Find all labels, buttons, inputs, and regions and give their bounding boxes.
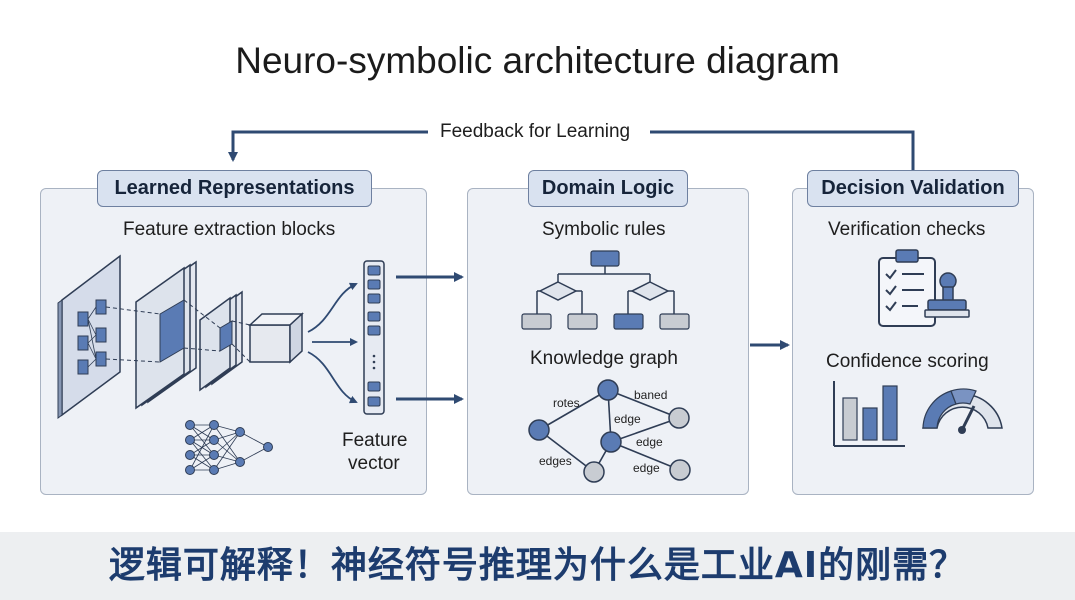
cube-to-vector-arrows [307,282,358,404]
panel-decision-validation [792,188,1034,495]
decision-validation-heading: Decision Validation [807,170,1019,207]
graph-label-rotes: rotes [553,396,580,410]
caption-banner: 逻辑可解释！神经符号推理为什么是工业AI的刚需？ [0,532,1075,600]
knowledge-graph [528,379,691,483]
feedback-loop-arrow [228,130,915,170]
feature-vector-label-line1: Feature [342,430,408,451]
learned-representations-heading: Learned Representations [97,170,372,207]
feature-vector-graphic [363,260,385,415]
graph-label-edge-1: edge [614,412,641,426]
graph-label-edge-2: edge [636,435,663,449]
clipboard-stamp-icon [878,249,970,327]
feature-vector-label-line2: vector [348,453,400,474]
confidence-scoring-label: Confidence scoring [826,351,989,372]
cnn-layers-graphic [57,254,304,419]
graph-label-baned: baned [634,388,668,402]
verification-checks-label: Verification checks [828,219,986,240]
gauge-icon [922,388,1003,434]
domain-logic-heading: Domain Logic [528,170,688,207]
symbolic-rules-label: Symbolic rules [542,219,666,240]
page-title: Neuro-symbolic architecture diagram [235,40,840,81]
graph-label-edge-3: edge [633,461,660,475]
symbolic-rules-tree [521,250,690,330]
feature-extraction-label: Feature extraction blocks [123,219,336,240]
learned-to-domain-arrows [396,272,464,404]
graph-label-edges: edges [539,454,572,468]
bar-chart-icon [833,381,905,447]
knowledge-graph-label: Knowledge graph [530,348,678,369]
feedback-label: Feedback for Learning [440,121,631,142]
neural-network-icon [185,420,273,475]
